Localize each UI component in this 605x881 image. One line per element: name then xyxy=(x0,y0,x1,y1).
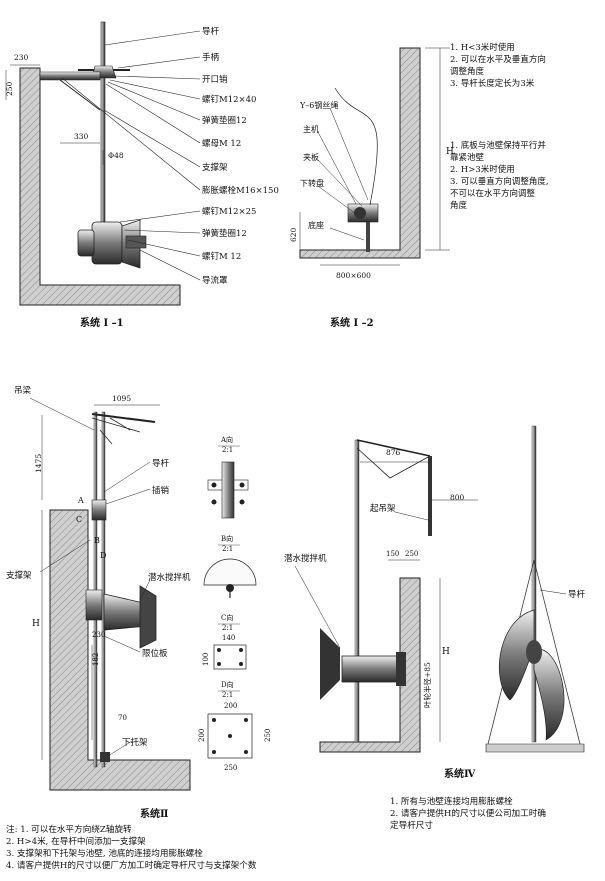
view-d: D向 2:1 200 250 200 250 xyxy=(198,680,272,772)
dim-250-4: 250 xyxy=(405,550,418,558)
dim-phi48: Φ48 xyxy=(108,151,124,160)
svg-text:2:1: 2:1 xyxy=(222,545,233,553)
system-1-1-callouts: 导杆 手柄 开口销 螺钉M12×40 弹簧垫圈12 螺母M 12 支撑架 膨胀螺… xyxy=(5,26,279,329)
dim-330: 330 xyxy=(74,132,89,141)
svg-text:2. 可以在水平及垂直方向: 2. 可以在水平及垂直方向 xyxy=(450,54,546,65)
dim-250: 250 xyxy=(5,81,14,96)
svg-text:3. 导杆长度定长为3米: 3. 导杆长度定长为3米 xyxy=(450,78,535,89)
callout-1-10: 弹簧垫圈12 xyxy=(202,228,247,239)
svg-text:角度: 角度 xyxy=(450,200,468,211)
svg-text:2. H>3米时使用: 2. H>3米时使用 xyxy=(450,164,515,175)
dim-1475: 1475 xyxy=(34,454,43,473)
label-lower-bracket: 下托架 xyxy=(122,737,148,748)
dim-876: 876 xyxy=(386,448,401,457)
label-mixer-2: 潜水搅拌机 xyxy=(148,572,191,583)
callout-1-6: 螺母M 12 xyxy=(202,138,241,149)
callout-1-1: 导杆 xyxy=(202,26,220,37)
svg-text:1. 底板与池壁保持平行并: 1. 底板与池壁保持平行并 xyxy=(450,140,546,151)
mark-d: D xyxy=(100,551,106,560)
dim-800x600: 800×600 xyxy=(336,271,371,280)
label-wire-rope: Y–6钢丝绳 xyxy=(299,100,338,110)
label-lower-turntable: 下转盘 xyxy=(300,178,324,188)
system-2: 吊梁 导杆 插销 支撑架 潜水搅拌机 限位板 下托架 A B C D 1095 … xyxy=(6,386,191,820)
label-rod-2: 导杆 xyxy=(152,458,170,469)
dim-70: 70 xyxy=(118,714,127,722)
label-lift-frame: 起吊架 xyxy=(370,504,396,514)
mark-c: C xyxy=(76,515,82,524)
notes-system-1-2-top: 1. H<3米时使用 2. 可以在水平及垂直方向 调整角度 3. 导杆长度定长为… xyxy=(450,42,546,89)
svg-text:不可以在水平方向调整: 不可以在水平方向调整 xyxy=(450,188,536,199)
dim-h-4: H xyxy=(442,647,450,657)
dim-230: 230 xyxy=(14,53,29,62)
dim-620: 620 xyxy=(289,227,298,242)
detail-views: A向 2:1 B向 2:1 C向 2:1 140 xyxy=(198,435,272,772)
svg-text:B向: B向 xyxy=(221,534,233,543)
callout-1-2: 手柄 xyxy=(202,52,220,63)
caption-system-1-2: 系统 I –2 xyxy=(330,316,374,329)
notes-system-1-2-mid: 1. 底板与池壁保持平行并 靠紧池壁 2. H>3米时使用 3. 可以垂直方向调… xyxy=(450,140,549,211)
label-pin: 插销 xyxy=(152,485,170,496)
label-base: 底座 xyxy=(308,220,324,230)
dim-impeller-radius: 叶轮半径+85 xyxy=(422,662,432,708)
caption-system-1-1: 系统 I –1 xyxy=(80,316,124,329)
label-limit-plate: 限位板 xyxy=(142,648,168,659)
svg-text:调整角度: 调整角度 xyxy=(450,66,485,77)
label-beam: 吊梁 xyxy=(14,386,32,396)
dim-h-1-2: H xyxy=(446,147,454,157)
caption-system-4: 系统Ⅳ xyxy=(444,767,476,780)
svg-text:200: 200 xyxy=(198,729,206,742)
svg-text:D向: D向 xyxy=(221,680,234,689)
label-clamp: 夹板 xyxy=(303,152,319,162)
svg-text:200: 200 xyxy=(224,702,237,710)
system-4: 876 800 起吊架 潜水搅拌机 150 250 H 叶轮半径+85 系统Ⅳ … xyxy=(284,425,586,780)
callout-1-4: 螺钉M12×40 xyxy=(202,94,256,105)
view-a: A向 2:1 xyxy=(207,435,249,519)
dim-230-2: 230 xyxy=(92,631,105,639)
callout-1-8: 膨胀螺栓M16×150 xyxy=(202,185,279,196)
callout-1-9: 螺钉M12×25 xyxy=(202,206,256,217)
svg-text:140: 140 xyxy=(222,634,235,642)
caption-system-2: 系统Ⅱ xyxy=(140,807,168,820)
label-support: 支撑架 xyxy=(6,570,32,581)
label-rod-4: 导杆 xyxy=(568,589,586,600)
view-b: B向 2:1 xyxy=(203,534,257,598)
label-mixer-4: 潜水搅拌机 xyxy=(284,553,327,564)
svg-text:靠紧池壁: 靠紧池壁 xyxy=(450,152,485,163)
callout-1-12: 导流罩 xyxy=(202,275,228,286)
view-c: C向 2:1 140 100 xyxy=(202,613,247,670)
svg-text:2:1: 2:1 xyxy=(222,446,233,454)
svg-text:250: 250 xyxy=(264,729,272,742)
dim-1095: 1095 xyxy=(112,394,131,403)
dim-182: 182 xyxy=(92,653,100,666)
callout-1-11: 螺钉M 12 xyxy=(202,251,241,262)
dim-h-2: H xyxy=(32,619,40,629)
system-1-1 xyxy=(5,21,201,306)
svg-text:250: 250 xyxy=(224,764,237,772)
callout-1-5: 弹簧垫圈12 xyxy=(202,115,247,126)
callout-1-3: 开口销 xyxy=(202,74,228,85)
system-1-2: Y–6钢丝绳 主机 夹板 下转盘 底座 620 H 800×600 系统 I –… xyxy=(289,42,549,329)
svg-text:2:1: 2:1 xyxy=(222,691,233,699)
svg-text:2:1: 2:1 xyxy=(222,624,233,632)
mark-b: B xyxy=(94,536,100,545)
notes-bottom-right: 1. 所有与池壁连接均用膨胀螺栓 2. 请客户提供H的尺寸以便公司加工时确 定导… xyxy=(390,797,546,831)
dim-800-4: 800 xyxy=(450,493,465,502)
label-main-unit: 主机 xyxy=(303,124,319,134)
svg-text:C向: C向 xyxy=(221,613,233,622)
svg-text:100: 100 xyxy=(202,653,210,666)
dim-150: 150 xyxy=(386,550,399,558)
callout-1-7: 支撑架 xyxy=(202,162,228,173)
notes-bottom-left: 注: 1. 可以在水平方向绕Z轴旋转 2. H>4米, 在导杆中间添加一支撑架 … xyxy=(6,825,257,871)
svg-text:1. H<3米时使用: 1. H<3米时使用 xyxy=(450,42,515,53)
mark-a: A xyxy=(77,496,84,505)
svg-text:3. 可以垂直方向调整角度,: 3. 可以垂直方向调整角度, xyxy=(450,176,549,187)
svg-text:A向: A向 xyxy=(220,435,233,444)
